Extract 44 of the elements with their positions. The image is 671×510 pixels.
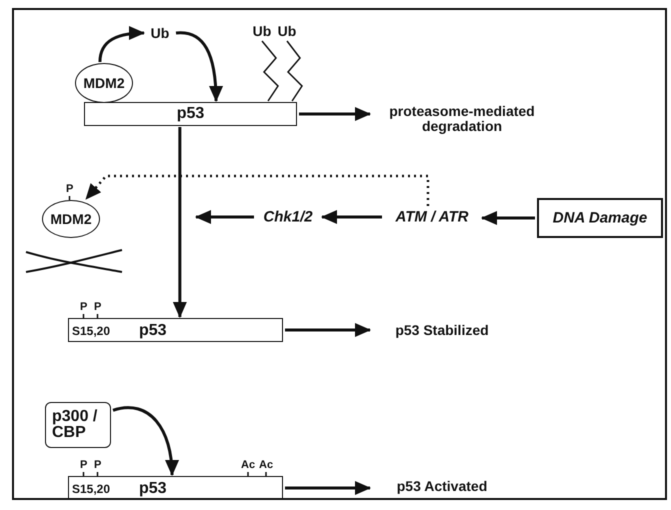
outcome-label: proteasome-mediated degradation <box>388 104 536 134</box>
arrow <box>98 26 145 62</box>
arrow <box>285 323 371 337</box>
ubiquitin-label: Ub <box>150 26 170 40</box>
arrow <box>195 210 254 224</box>
arrow <box>112 406 178 476</box>
kinase-label: ATM / ATR <box>395 210 469 224</box>
protein-bar <box>68 318 283 342</box>
outcome-label: p53 Stabilized <box>395 323 489 337</box>
site-label: S15,20 <box>72 483 110 495</box>
protein-bar <box>68 476 283 500</box>
protein-label: MDM2 <box>50 212 92 226</box>
protein-box <box>45 402 111 448</box>
ubiquitin-label: Ub <box>278 24 296 38</box>
protein-ellipse <box>75 63 133 103</box>
protein-label: MDM2 <box>83 76 125 90</box>
arrow <box>299 107 371 121</box>
kinase-label: Chk1/2 <box>263 210 313 224</box>
outcome-label: p53 Activated <box>396 479 488 493</box>
ubiquitin-chain <box>261 40 279 102</box>
ubiquitin-chain <box>286 40 303 102</box>
arrow <box>172 127 187 318</box>
arrow <box>481 211 535 225</box>
modification-label: P <box>66 184 74 195</box>
modification-label: Ac <box>241 460 256 471</box>
protein-label: p300 / CBP <box>52 409 98 441</box>
stimulus-box <box>537 198 663 238</box>
protein-ellipse <box>42 200 100 238</box>
arrow <box>285 481 371 495</box>
modification-label: P <box>94 460 102 471</box>
arrow <box>176 31 223 102</box>
modification-label: P <box>80 460 88 471</box>
protein-label: p53 <box>139 323 167 339</box>
protein-label: p53 <box>139 481 167 497</box>
modification-label: P <box>80 302 88 313</box>
site-label: S15,20 <box>72 325 110 337</box>
arrow <box>85 174 430 206</box>
modification-label: Ac <box>259 460 274 471</box>
protein-label: DNA Damage <box>552 210 648 226</box>
arrow <box>321 210 382 224</box>
ubiquitin-label: Ub <box>252 24 272 38</box>
protein-bar <box>84 102 297 126</box>
protein-label: p53 <box>176 106 204 122</box>
modification-label: P <box>94 302 102 313</box>
